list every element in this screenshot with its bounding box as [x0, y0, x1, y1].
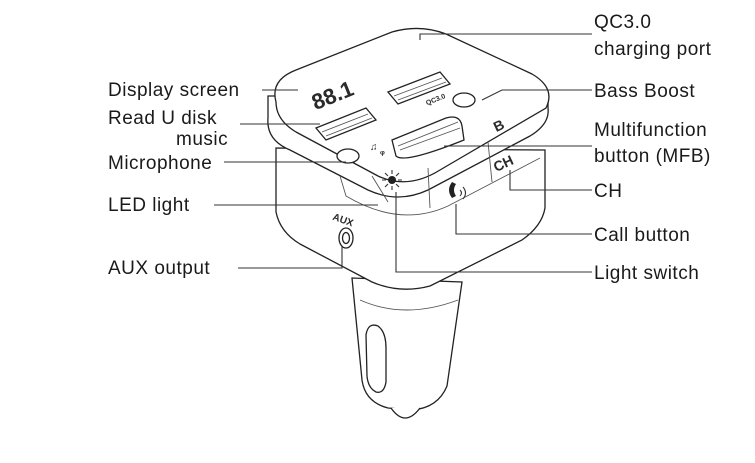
ch-key[interactable]: CH	[491, 152, 516, 175]
label-read-u-disk-line1: Read U disk	[108, 108, 217, 129]
label-call-button: Call button	[594, 225, 690, 246]
plug-tip	[390, 407, 421, 419]
body-base	[275, 147, 546, 290]
label-aux-output: AUX output	[108, 258, 210, 279]
bass-boost-knob[interactable]	[452, 92, 476, 108]
sun-icon[interactable]	[382, 170, 402, 190]
label-qc30-line1: QC3.0	[594, 12, 651, 33]
label-ch: CH	[594, 181, 622, 202]
callout-lines	[214, 33, 592, 273]
label-light-switch: Light switch	[594, 263, 699, 284]
microphone-hole	[336, 148, 360, 164]
aux-jack[interactable]	[338, 227, 354, 249]
label-qc30-line2: charging port	[594, 39, 712, 60]
label-read-u-disk-line2: music	[176, 129, 228, 150]
label-led-light: LED light	[108, 195, 190, 216]
top-face	[274, 27, 550, 183]
usb-port	[314, 107, 378, 141]
label-microphone: Microphone	[108, 153, 212, 174]
call-icon[interactable]	[449, 182, 467, 200]
plug-contact	[365, 324, 387, 393]
label-bass-boost: Bass Boost	[594, 81, 695, 102]
music-note-icon: ♫	[370, 142, 378, 153]
mfb-button[interactable]	[391, 116, 465, 159]
mic-small-icon: ᵩ	[380, 146, 385, 157]
label-mfb-line1: Multifunction	[594, 120, 707, 141]
label-display-screen: Display screen	[108, 80, 240, 101]
label-mfb-line2: button (MFB)	[594, 146, 711, 167]
